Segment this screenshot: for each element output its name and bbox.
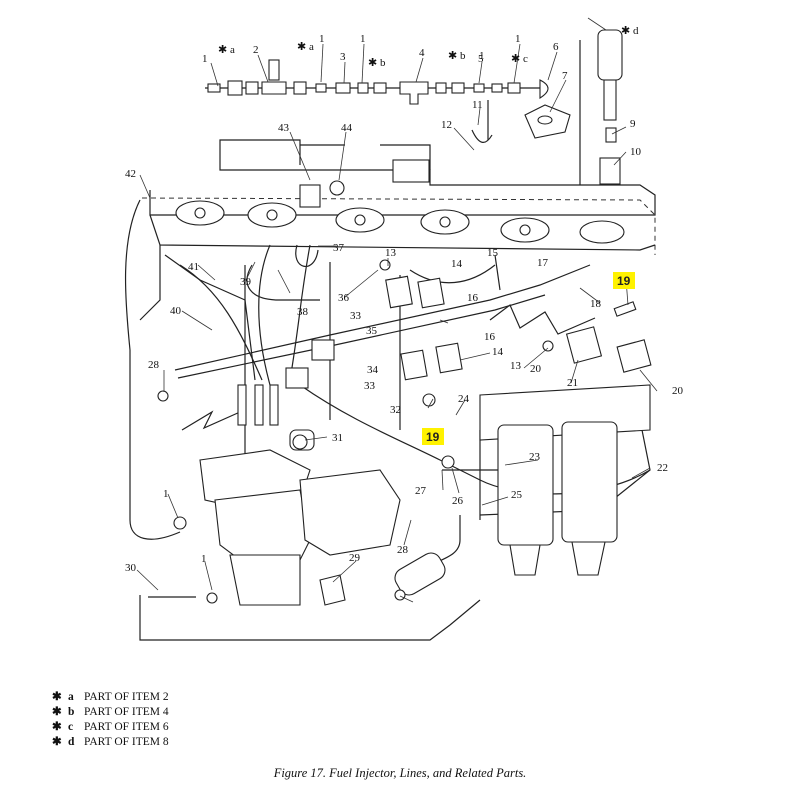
legend-text: PART OF ITEM 6 xyxy=(84,721,169,733)
callout-9: 9 xyxy=(630,118,636,130)
legend-key: d xyxy=(68,736,75,748)
callout-3: 3 xyxy=(340,51,346,63)
legend-key: a xyxy=(68,691,74,703)
fuel-pump-assembly xyxy=(199,384,446,606)
callout-1: 1 xyxy=(515,33,521,45)
callout-34: 34 xyxy=(367,364,379,376)
callout-28: 28 xyxy=(148,359,160,371)
callout-1: 1 xyxy=(319,33,325,45)
callout-5: 5 xyxy=(478,53,484,65)
callout-1: 1 xyxy=(479,50,485,62)
legend-key: b xyxy=(68,706,75,718)
highlight-box xyxy=(613,272,635,289)
callout-4: 4 xyxy=(419,47,425,59)
callout-29: 29 xyxy=(349,552,361,564)
callout-44: 44 xyxy=(341,122,353,134)
callout-1: 1 xyxy=(202,53,208,65)
asterisk-icon: ✱ xyxy=(52,706,62,718)
legend-text: PART OF ITEM 8 xyxy=(84,736,169,748)
callout-13: 13 xyxy=(510,360,522,372)
legend-text: PART OF ITEM 4 xyxy=(84,706,169,718)
callout-38: 38 xyxy=(297,306,309,318)
callout-6: 6 xyxy=(553,41,559,53)
callout-19-highlighted: 19 xyxy=(426,430,440,444)
callout-17: 17 xyxy=(537,257,549,269)
callout-15: 15 xyxy=(487,247,499,259)
legend-row: ✱ a PART OF ITEM 2 xyxy=(52,690,169,705)
fuel-lines xyxy=(124,199,651,641)
callout-41: 41 xyxy=(188,261,199,273)
callout-37: 37 xyxy=(333,242,345,254)
note-star-b: ✱ b xyxy=(368,57,386,69)
callout-33: 33 xyxy=(350,310,362,322)
asterisk-icon: ✱ xyxy=(52,736,62,748)
callout-42: 42 xyxy=(125,168,136,180)
legend-row: ✱ d PART OF ITEM 8 xyxy=(52,735,169,750)
note-star-c: ✱ c xyxy=(511,53,528,65)
callout-36: 36 xyxy=(338,292,350,304)
callout-18: 18 xyxy=(590,298,602,310)
legend-key: c xyxy=(68,721,74,733)
clamps-and-brackets xyxy=(157,180,652,604)
note-star-a: ✱ a xyxy=(218,44,235,56)
callout-28: 28 xyxy=(397,544,409,556)
callout-25: 25 xyxy=(511,489,523,501)
asterisk-icon: ✱ xyxy=(52,691,62,703)
callout-31: 31 xyxy=(332,432,343,444)
callout-12: 12 xyxy=(441,119,452,131)
callout-1: 1 xyxy=(163,488,169,500)
fuel-filters xyxy=(479,384,651,576)
highlight-box xyxy=(422,428,444,445)
callout-1: 1 xyxy=(201,553,207,565)
note-star-b: ✱ b xyxy=(448,50,466,62)
callout-21: 21 xyxy=(567,377,578,389)
callout-32: 32 xyxy=(390,404,401,416)
callout-labels: 1 1 1 1 1 1 1 2 3 4 5 6 7 9 10 11 12 13 … xyxy=(125,25,684,574)
callout-10: 10 xyxy=(630,146,642,158)
top-fitting-string xyxy=(205,59,571,139)
callout-14: 14 xyxy=(492,346,504,358)
figure-caption: Figure 17. Fuel Injector, Lines, and Rel… xyxy=(273,766,527,780)
callout-43: 43 xyxy=(278,122,290,134)
callout-2: 2 xyxy=(253,44,259,56)
callout-7: 7 xyxy=(562,70,568,82)
callout-39: 39 xyxy=(240,276,252,288)
callout-14: 14 xyxy=(451,258,463,270)
callout-40: 40 xyxy=(170,305,182,317)
callout-22: 22 xyxy=(657,462,668,474)
injector-row xyxy=(175,200,625,244)
callout-35: 35 xyxy=(366,325,378,337)
callout-20: 20 xyxy=(530,363,542,375)
callout-33: 33 xyxy=(364,380,376,392)
note-star-d: ✱ d xyxy=(621,25,639,37)
callout-26: 26 xyxy=(452,495,464,507)
notes-legend: ✱ a PART OF ITEM 2 ✱ b PART OF ITEM 4 ✱ … xyxy=(52,690,169,750)
engine-block-outline xyxy=(139,139,656,470)
callout-16: 16 xyxy=(484,331,496,343)
callout-19-highlighted: 19 xyxy=(617,274,631,288)
legend-row: ✱ b PART OF ITEM 4 xyxy=(52,705,169,720)
legend-text: PART OF ITEM 2 xyxy=(84,691,169,703)
leader-lines xyxy=(136,17,658,603)
legend-row: ✱ c PART OF ITEM 6 xyxy=(52,720,169,735)
note-star-a: ✱ a xyxy=(297,41,314,53)
callout-11: 11 xyxy=(472,99,483,111)
callout-27: 27 xyxy=(415,485,427,497)
callout-13: 13 xyxy=(385,247,397,259)
callout-30: 30 xyxy=(125,562,137,574)
callout-16: 16 xyxy=(467,292,479,304)
callout-1: 1 xyxy=(360,33,366,45)
callout-20: 20 xyxy=(672,385,684,397)
callout-24: 24 xyxy=(458,393,470,405)
highlighted-callouts: 19 19 xyxy=(422,272,635,445)
callout-23: 23 xyxy=(529,451,541,463)
asterisk-icon: ✱ xyxy=(52,721,62,733)
